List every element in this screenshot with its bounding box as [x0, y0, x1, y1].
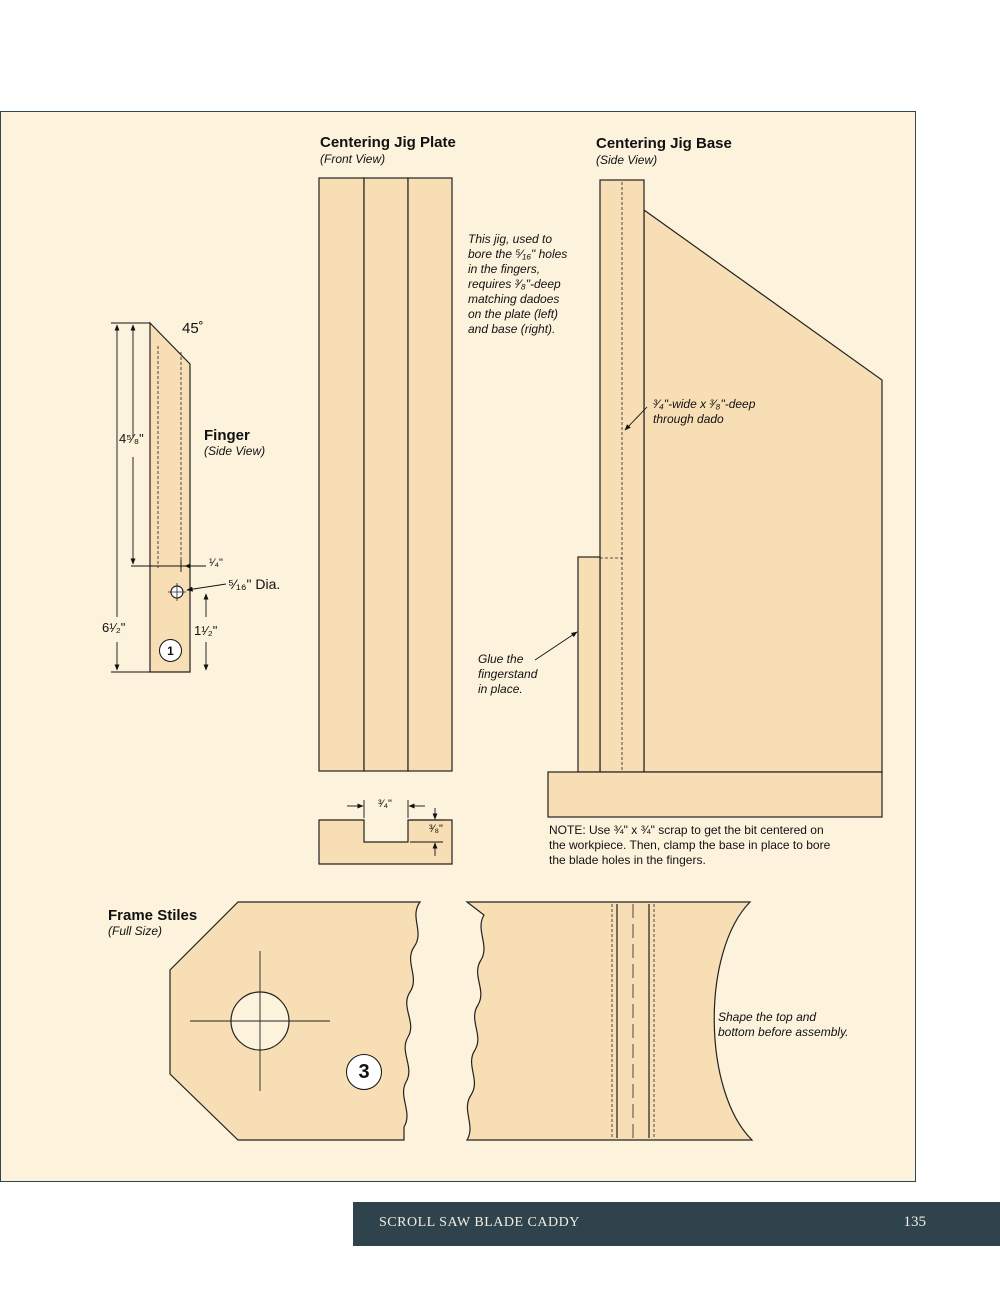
jig-plate-view: (Front View) — [320, 152, 386, 166]
jig-base-view: (Side View) — [596, 153, 658, 167]
frame-stiles-view: (Full Size) — [108, 924, 163, 938]
hole-diameter-dim: ⁵⁄₁₆" Dia. — [228, 576, 281, 592]
page-footer: SCROLL SAW BLADE CADDY 135 — [353, 1202, 1000, 1246]
finger-view: (Side View) — [204, 444, 266, 458]
jig-base-title: Centering Jig Base — [596, 135, 732, 152]
base-leader-lines — [534, 406, 648, 661]
jig-plate-title: Centering Jig Plate — [320, 134, 456, 151]
finger-upper-dim: 4⁵⁄₈" — [119, 431, 144, 446]
scrap-note: NOTE: Use ¾" x ¾" scrap to get the bit c… — [549, 823, 831, 867]
page-number: 135 — [903, 1214, 927, 1230]
jig-plate-front — [318, 177, 453, 772]
illustration-panel: Centering Jig Plate (Front View) Centeri… — [0, 111, 916, 1182]
frame-stile-right — [465, 901, 754, 1141]
finger-lower-dim: 1¹⁄₂" — [194, 623, 218, 638]
finger-total-dim: 6¹⁄₂" — [102, 620, 126, 635]
frame-stile-left — [169, 901, 422, 1141]
dado-depth-dim: ³⁄₈" — [429, 823, 443, 835]
profile-dimension-lines — [347, 800, 443, 856]
jig-plate-profile — [318, 819, 453, 865]
finger-title: Finger — [204, 427, 250, 444]
finger-part — [149, 321, 191, 673]
angle-label: 45˚ — [182, 320, 204, 337]
finger-dimension-lines — [111, 322, 227, 673]
jig-base-side — [547, 179, 883, 818]
part-callout-3: 3 — [346, 1054, 382, 1090]
part-callout-1: 1 — [159, 639, 182, 662]
hole-offset-dim: ¹⁄₄" — [209, 557, 223, 569]
footer-chapter-title: SCROLL SAW BLADE CADDY — [379, 1215, 580, 1230]
frame-stiles-title: Frame Stiles — [108, 907, 198, 924]
dado-width-dim: ³⁄₄" — [378, 798, 392, 810]
